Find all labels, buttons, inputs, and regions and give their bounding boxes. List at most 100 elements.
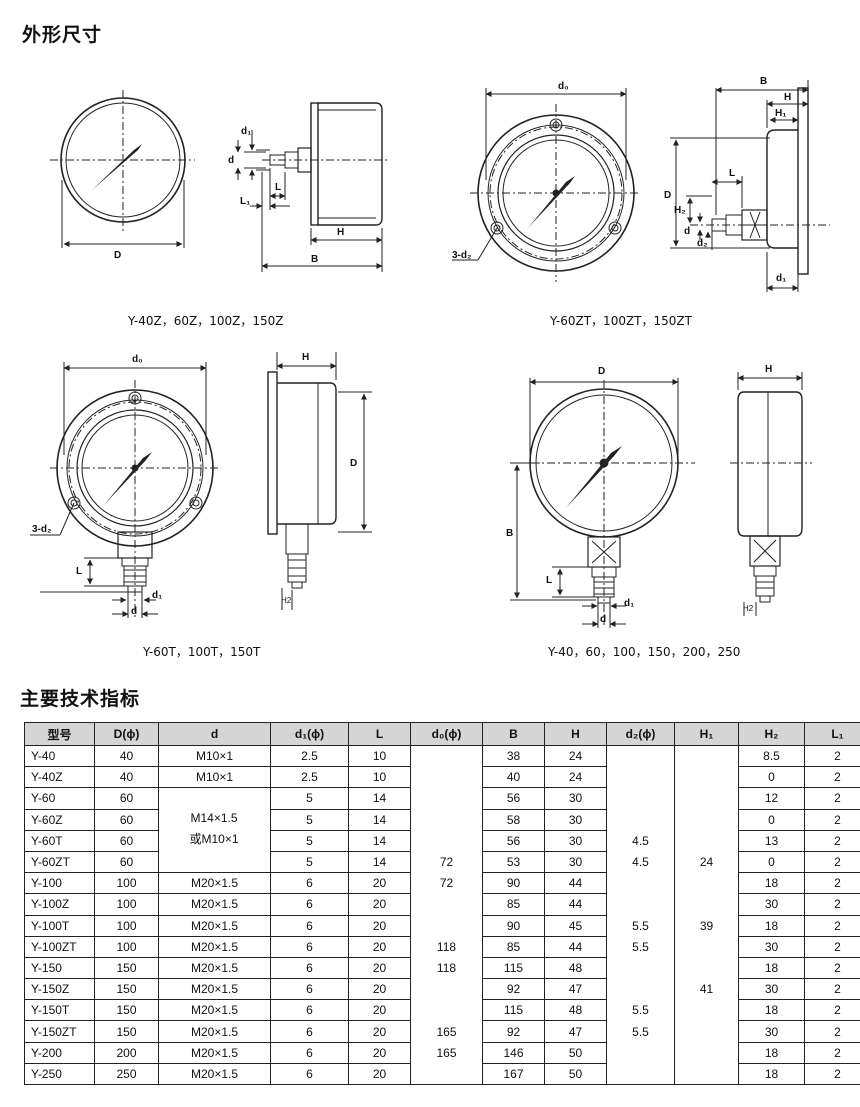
table-cell: 56 — [482, 829, 545, 852]
model-cell: Y-100 — [24, 872, 95, 894]
dim-label-d1: d₁ — [776, 273, 787, 284]
table-cell — [158, 787, 271, 810]
table-cell: 14 — [348, 787, 411, 810]
table-cell: 30 — [544, 787, 607, 810]
table-cell — [410, 1063, 483, 1086]
model-cell: Y-60 — [24, 787, 95, 810]
dim-label-H: H — [765, 364, 773, 375]
table-cell: 5.5 — [606, 999, 675, 1021]
model-cell: Y-60Z — [24, 808, 95, 831]
dim-label-B: B — [760, 76, 768, 87]
model-cell: Y-100Z — [24, 893, 95, 915]
dim-label-D: D — [114, 250, 122, 261]
table-cell — [410, 999, 483, 1021]
table-cell — [674, 1020, 739, 1043]
table-cell: 40 — [94, 744, 159, 767]
table-cell: 50 — [544, 1062, 607, 1086]
table-cell — [606, 957, 675, 979]
dim-label-L: L — [275, 182, 282, 193]
table-cell: 24 — [674, 851, 739, 873]
table-cell: 13 — [738, 829, 805, 852]
table-cell: 150 — [94, 956, 159, 979]
fig4-side-view — [730, 372, 812, 616]
table-cell: 40 — [94, 766, 159, 788]
table-cell: 5 — [270, 829, 349, 852]
table-cell: 24 — [544, 744, 607, 767]
header-cell: L — [348, 722, 411, 746]
dim-label-H: H — [337, 227, 345, 238]
dim-label-H2: H₂ — [674, 205, 686, 216]
table-cell: 10 — [348, 744, 411, 767]
table-cell: M10×1 — [158, 766, 271, 788]
table-cell: 2 — [804, 999, 860, 1021]
table-cell: 150 — [94, 978, 159, 1000]
table-cell: 30 — [738, 893, 805, 915]
dim-label-L: L — [76, 566, 83, 577]
dim-label-3d2: 3-d₂ — [452, 250, 472, 261]
model-cell: Y-150T — [24, 999, 95, 1021]
table-cell: 115 — [482, 999, 545, 1021]
table-cell: 30 — [738, 1020, 805, 1043]
table-cell: 6 — [270, 978, 349, 1000]
fig2-front-view — [452, 88, 640, 282]
table-cell — [674, 787, 739, 810]
header-cell: d₂(ϕ) — [606, 722, 675, 746]
table-cell: 14 — [348, 850, 411, 873]
dim-label-3d2: 3-d₂ — [32, 524, 52, 535]
table-cell: M20×1.5 — [158, 1020, 271, 1043]
table-cell: 115 — [482, 956, 545, 979]
table-cell: 92 — [482, 978, 545, 1000]
fig1-front-view — [50, 90, 195, 248]
table-cell — [674, 1042, 739, 1064]
dim-label-L1: L₁ — [240, 196, 251, 207]
table-cell — [674, 999, 739, 1021]
table-cell: 2 — [804, 1041, 860, 1064]
table-cell: 44 — [544, 893, 607, 915]
table-cell: 14 — [348, 829, 411, 852]
table-cell: 6 — [270, 893, 349, 915]
table-cell: 20 — [348, 872, 411, 894]
table-cell — [410, 766, 483, 788]
dim-label-L: L — [729, 168, 736, 179]
table-cell: 100 — [94, 893, 159, 915]
dim-label-H2: H2 — [281, 596, 292, 605]
table-cell — [674, 809, 739, 831]
dim-label-D: D — [664, 190, 672, 201]
model-cell: Y-100ZT — [24, 935, 95, 958]
table-cell — [674, 766, 739, 788]
header-cell: d₀(ϕ) — [410, 722, 483, 746]
fig1-side-view — [235, 102, 388, 272]
dim-label-d0: d₀ — [132, 354, 143, 365]
table-cell: 20 — [348, 893, 411, 915]
table-cell: 6 — [270, 1020, 349, 1043]
table-cell: 48 — [544, 999, 607, 1021]
dim-label-D: D — [350, 458, 358, 469]
table-cell — [674, 872, 739, 894]
header-cell: H₂ — [738, 722, 805, 746]
table-cell: 20 — [348, 914, 411, 937]
dim-label-H: H — [784, 92, 792, 103]
section-title-dimensions: 外形尺寸 — [22, 24, 103, 46]
table-cell: 6 — [270, 999, 349, 1021]
table-cell: 6 — [270, 1062, 349, 1086]
dim-label-H2: H2 — [743, 604, 754, 613]
dim-label-H: H — [302, 352, 310, 363]
table-cell: 92 — [482, 1020, 545, 1043]
fig2-side-view — [670, 80, 830, 292]
table-cell: 20 — [348, 1020, 411, 1043]
table-cell: 20 — [348, 935, 411, 958]
dim-label-H1: H₁ — [775, 108, 787, 119]
dim-label-d: d — [228, 155, 235, 166]
table-cell: 2 — [804, 893, 860, 915]
table-cell: 10 — [348, 766, 411, 788]
table-cell: 90 — [482, 872, 545, 894]
table-cell: 2 — [804, 787, 860, 810]
header-cell: H₁ — [674, 722, 739, 746]
table-cell: 56 — [482, 787, 545, 810]
table-cell: 90 — [482, 914, 545, 937]
table-cell: 20 — [348, 1062, 411, 1086]
